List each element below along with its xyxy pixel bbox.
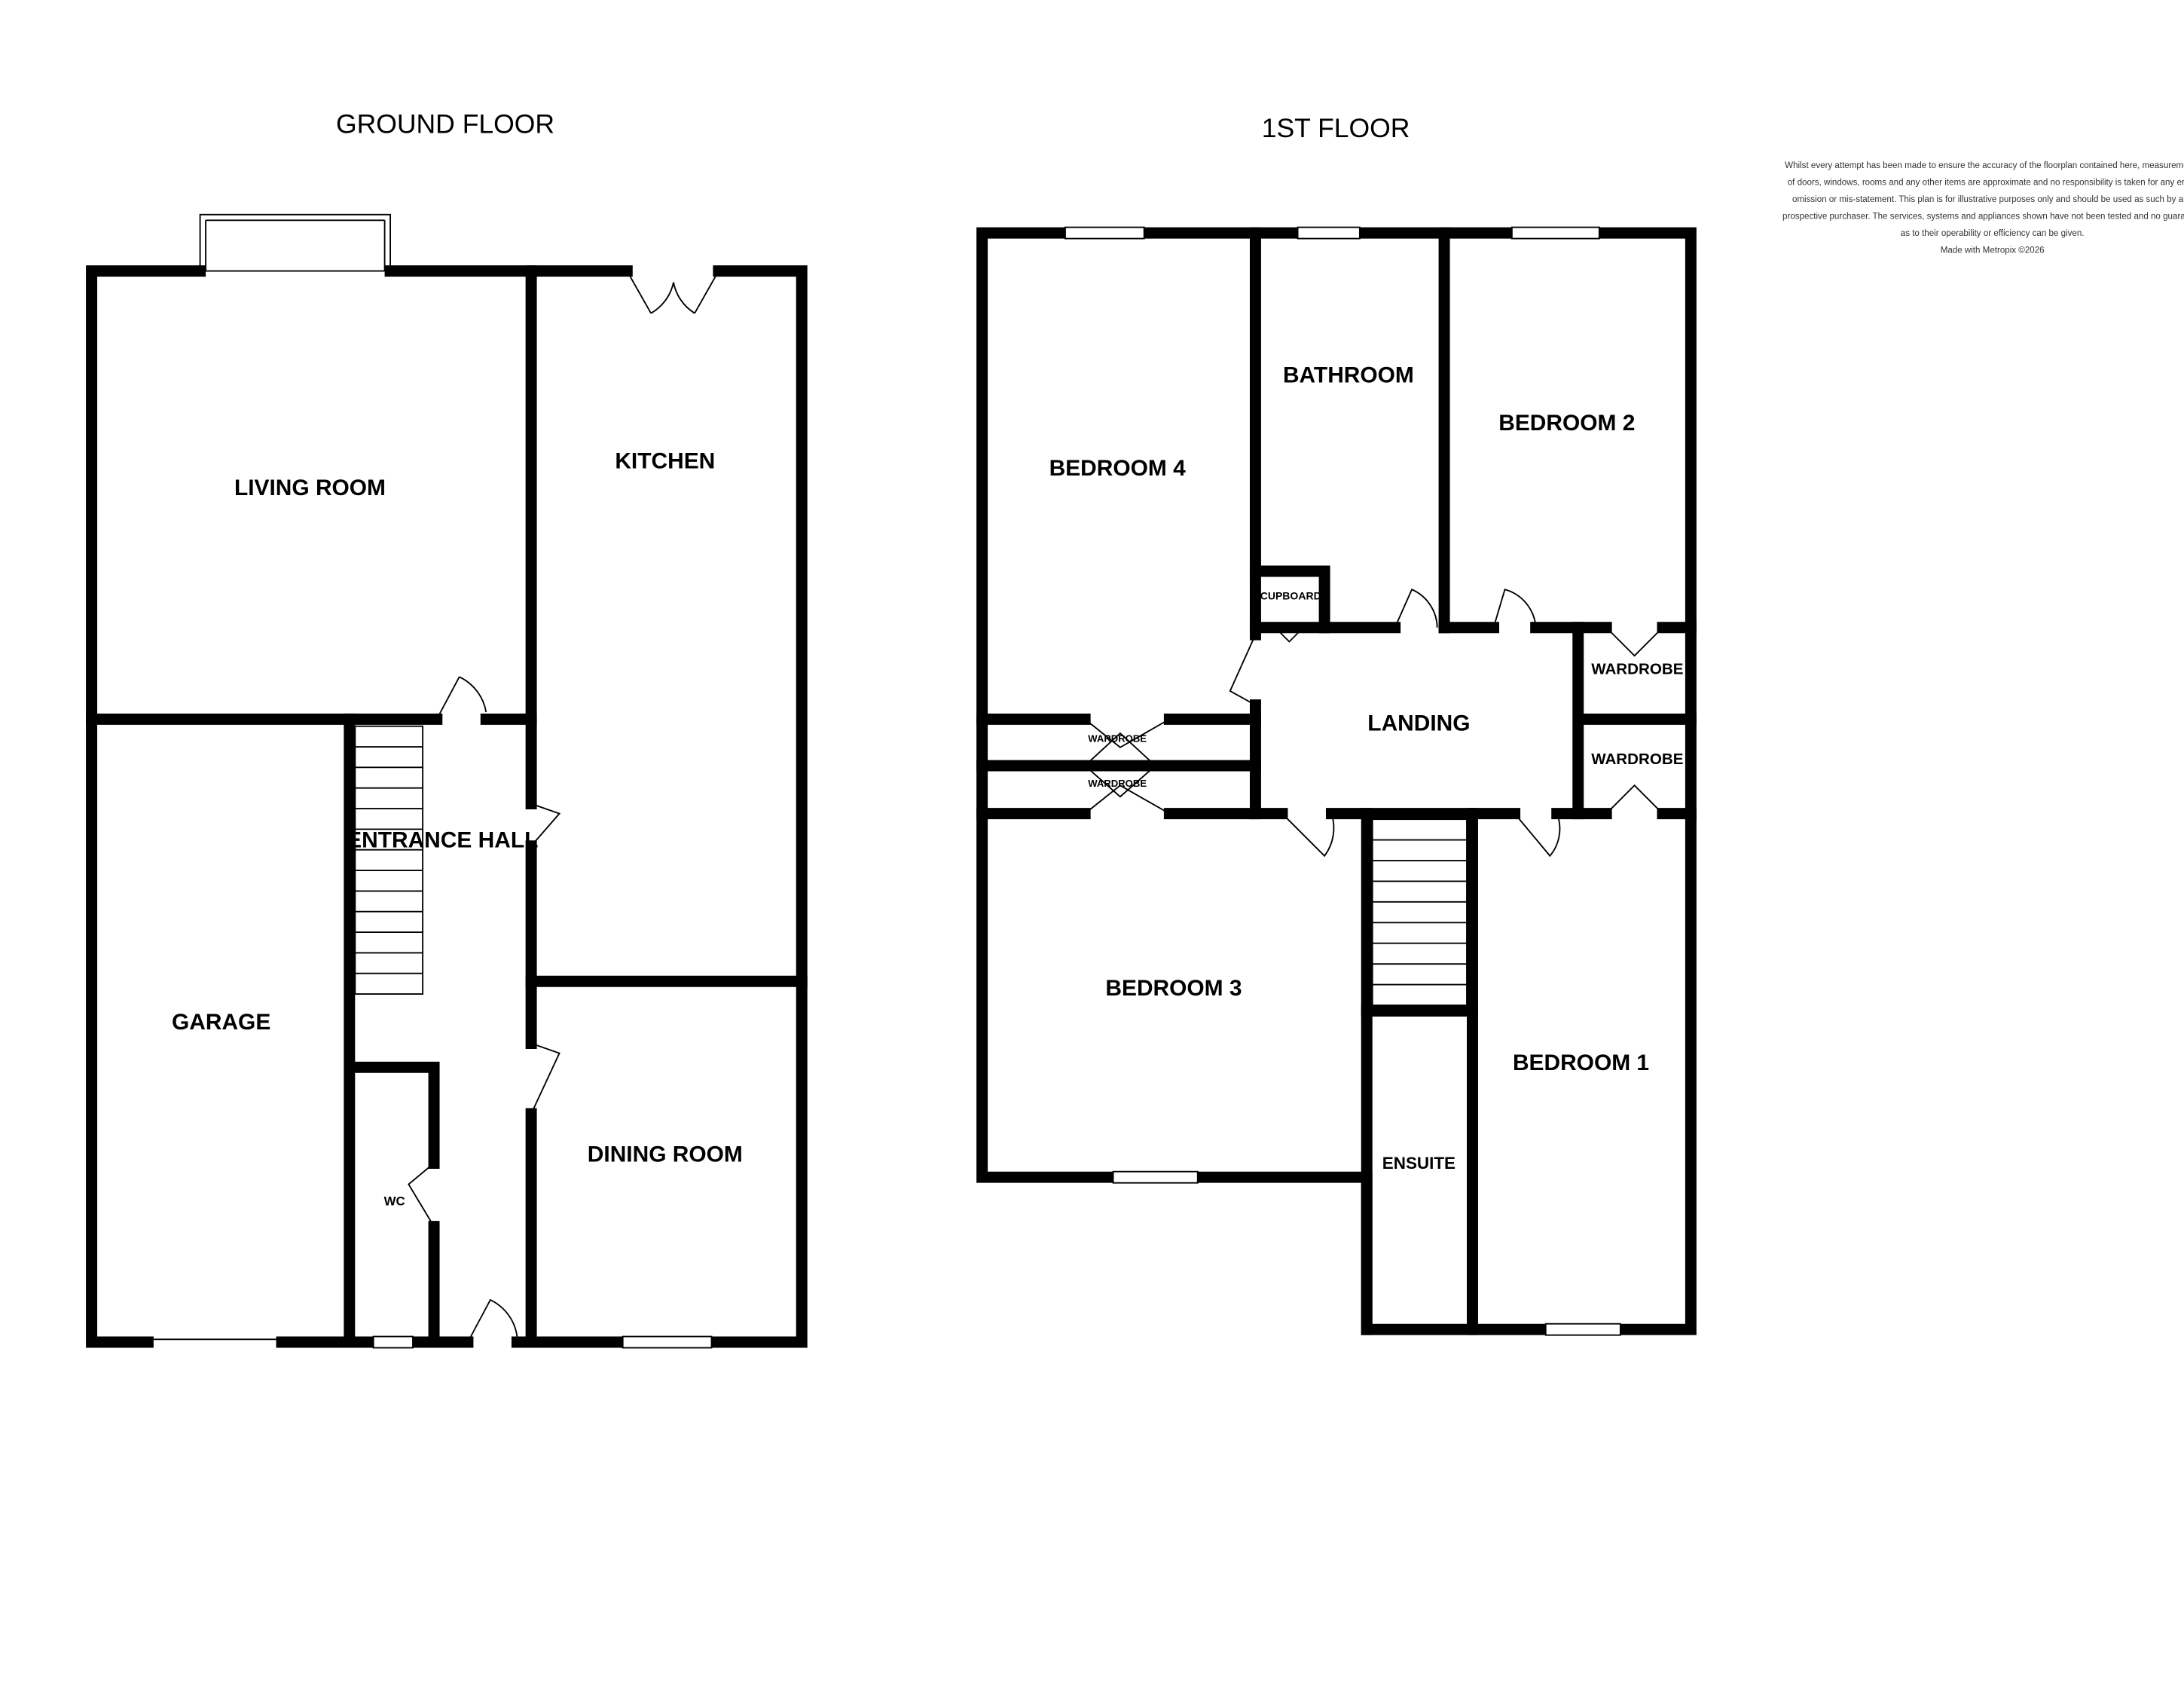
- doors: [408, 271, 719, 1343]
- room-label-living-room: LIVING ROOM: [234, 476, 386, 500]
- room-label-wardrobe: WARDROBE: [1591, 660, 1683, 677]
- room-label-garage: GARAGE: [172, 1010, 270, 1035]
- first-floor-title: 1ST FLOOR: [1262, 113, 1410, 143]
- room-label-ensuite: ENSUITE: [1382, 1154, 1455, 1173]
- bay-window: [199, 213, 392, 272]
- room-label-dining-room: DINING ROOM: [588, 1142, 743, 1167]
- room-label-wardrobe: WARDROBE: [1088, 778, 1147, 789]
- room-label-bathroom: BATHROOM: [1283, 362, 1414, 387]
- windows: [1065, 226, 1621, 1336]
- disclaimer-line: as to their operability or efficiency ca…: [1901, 229, 2085, 238]
- disclaimer: Whilst every attempt has been made to en…: [1782, 161, 2184, 255]
- first-walls: [976, 227, 1697, 1335]
- window: [372, 1335, 414, 1349]
- room-label-cupboard: CUPBOARD: [1260, 589, 1321, 601]
- disclaimer-line: omission or mis-statement. This plan is …: [1792, 195, 2184, 204]
- disclaimer-line: prospective purchaser. The services, sys…: [1782, 212, 2184, 221]
- doors: [1084, 589, 1663, 858]
- room-label-bedroom-4: BEDROOM 4: [1049, 456, 1186, 481]
- ground-floor-plan: GROUND FLOOR: [86, 109, 808, 1349]
- disclaimer-credit: Made with Metropix ©2026: [1941, 246, 2045, 255]
- room-label-landing: LANDING: [1367, 711, 1470, 735]
- ground-floor-title: GROUND FLOOR: [336, 109, 554, 139]
- room-label-bedroom-3: BEDROOM 3: [1105, 976, 1242, 1001]
- disclaimer-line: Whilst every attempt has been made to en…: [1785, 161, 2184, 170]
- room-label-wc: WC: [384, 1194, 405, 1209]
- window: [622, 1335, 713, 1349]
- stairs: [354, 725, 424, 995]
- room-label-wardrobe: WARDROBE: [1088, 732, 1147, 744]
- ground-walls: [86, 265, 808, 1348]
- room-label-wardrobe: WARDROBE: [1591, 751, 1683, 768]
- room-label-entrance-hall: ENTRANCE HALL: [347, 828, 538, 853]
- disclaimer-line: of doors, windows, rooms and any other i…: [1788, 178, 2184, 187]
- stairs: [1371, 818, 1468, 1006]
- room-label-bedroom-2: BEDROOM 2: [1498, 411, 1635, 436]
- room-label-bedroom-1: BEDROOM 1: [1513, 1050, 1649, 1075]
- first-floor-plan: 1ST FLOOR: [976, 113, 1697, 1336]
- room-label-kitchen: KITCHEN: [615, 448, 715, 473]
